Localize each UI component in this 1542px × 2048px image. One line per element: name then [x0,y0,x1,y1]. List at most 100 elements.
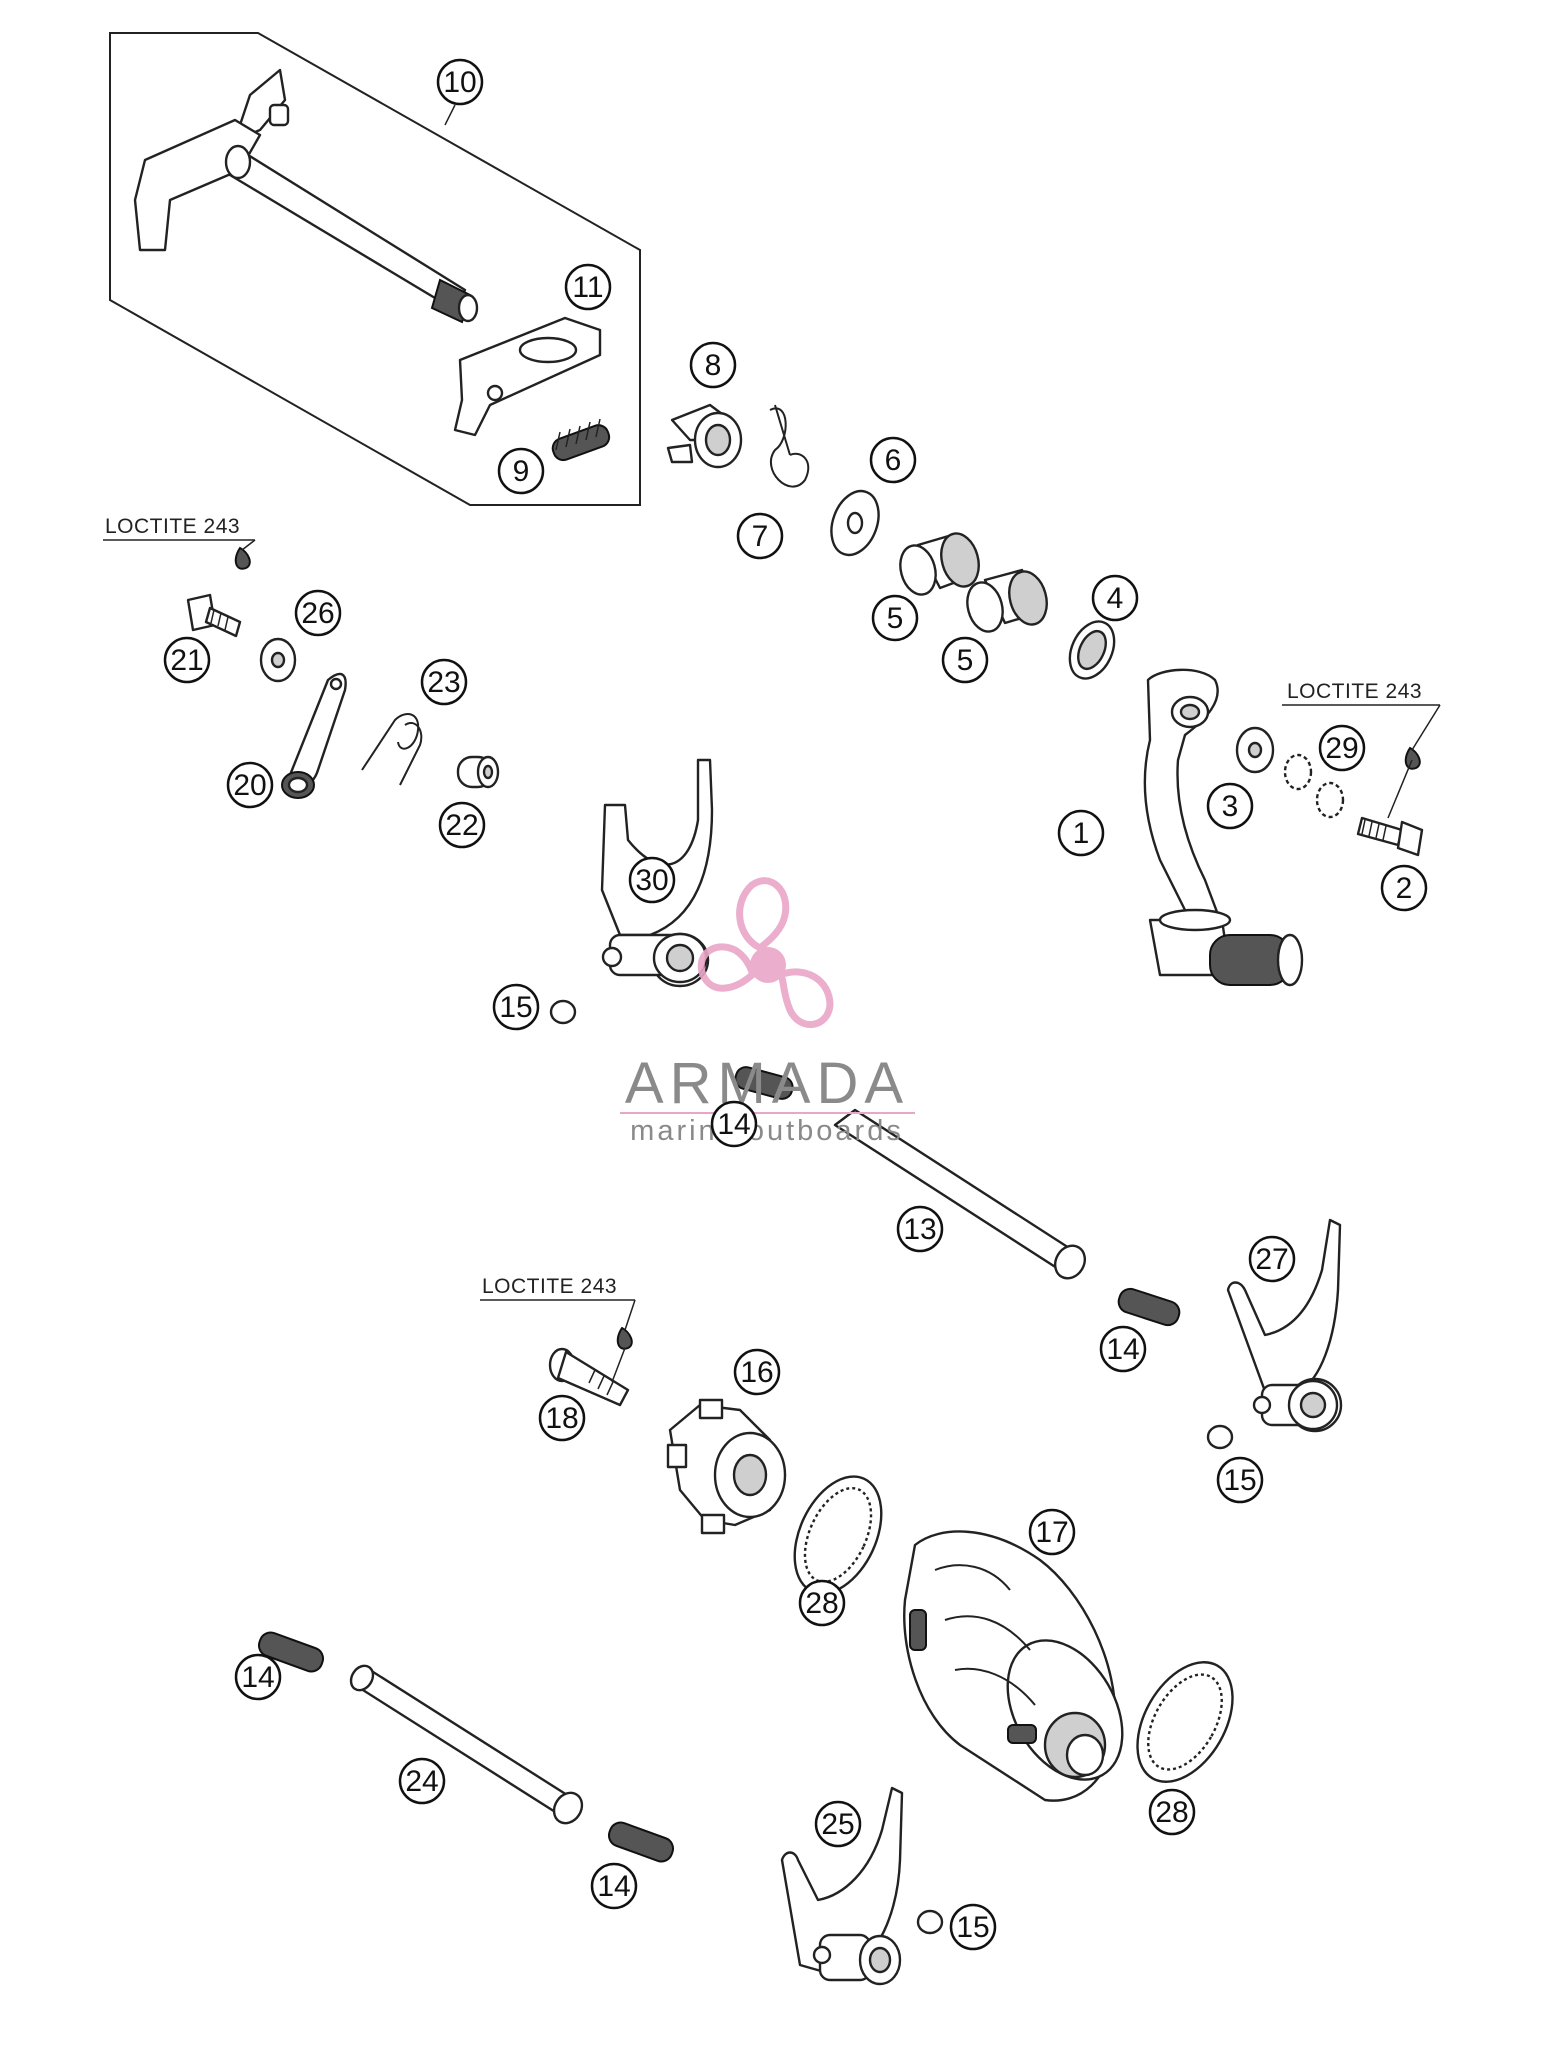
spring-23 [361,713,423,786]
washer-3 [1235,726,1275,774]
detent-lever-20 [281,672,347,799]
callout-circle [234,1653,282,1701]
callout-29: 29 [1318,724,1366,772]
callout-circle [538,1394,586,1442]
shift-drum-17 [903,1530,1124,1802]
bearing-28a [793,1475,883,1595]
watermark-brand: ARMADA [625,1051,909,1116]
callout-15: 15 [949,1903,997,1951]
spring-14b [1117,1287,1181,1327]
spring-clip-7 [769,404,810,488]
callout-circle [294,589,342,637]
callout-circle [736,512,784,560]
needle-bearing-5b [966,568,1048,633]
callout-22: 22 [438,801,486,849]
callout-10: 10 [436,58,484,106]
spring-14c [257,1631,325,1673]
leader-lines [103,104,1441,1383]
roller-15b [1206,1424,1234,1450]
callout-14: 14 [1099,1325,1147,1373]
callout-circle [710,1100,758,1148]
callout-number: 24 [405,1765,438,1798]
callout-number: 8 [705,349,722,382]
callout-circle [492,983,540,1031]
callout-circle [1057,809,1105,857]
shift-star-16 [666,1398,787,1535]
callout-circle [949,1903,997,1951]
callout-number: 18 [545,1402,578,1435]
callout-number: 27 [1255,1243,1288,1276]
callout-24: 24 [398,1757,446,1805]
callout-16: 16 [733,1348,781,1396]
callout-30: 30 [628,856,676,904]
callout-number: 14 [241,1661,274,1694]
bushing-22 [456,755,500,789]
callout-number: 25 [821,1808,854,1841]
callout-number: 17 [1035,1516,1068,1549]
roller-15c [916,1909,944,1935]
callout-circle [420,658,468,706]
callout-number: 15 [499,991,532,1024]
callout-number: 7 [752,520,769,553]
callout-circle [628,856,676,904]
callout-circle [941,636,989,684]
washer-26 [259,637,297,683]
callout-group: 1011897655413292212623202230151413271415… [163,58,1428,1951]
watermark-tagline: marine outboards [630,1115,904,1147]
callout-7: 7 [736,512,784,560]
shift-shaft-assembly-box [109,32,641,506]
shift-fork-30 [600,758,714,988]
callout-5: 5 [941,636,989,684]
callout-number: 14 [717,1108,750,1141]
callout-number: 3 [1222,790,1239,823]
shift-lever-1 [1143,668,1304,987]
callout-9: 9 [497,447,545,495]
loctite-drop-icon-2 [1404,746,1421,770]
callout-circle [871,594,919,642]
callout-27: 27 [1248,1235,1296,1283]
callout-circle [814,1800,862,1848]
callout-5: 5 [871,594,919,642]
callout-circle [163,636,211,684]
callout-circle [1206,782,1254,830]
callout-circle [1099,1325,1147,1373]
shift-fork-25 [780,1786,904,1986]
bolt-18 [548,1347,630,1407]
callout-number: 10 [443,66,476,99]
callout-circle [1248,1235,1296,1283]
callout-28: 28 [798,1579,846,1627]
shift-shaft [133,68,479,324]
callout-number: 5 [957,644,974,677]
callout-circle [398,1757,446,1805]
callout-number: 28 [805,1587,838,1620]
callout-number: 14 [1106,1333,1139,1366]
callout-14: 14 [590,1862,638,1910]
callout-13: 13 [896,1205,944,1253]
callout-15: 15 [492,983,540,1031]
callout-number: 16 [740,1356,773,1389]
callout-circle [798,1579,846,1627]
needle-bearing-5a [899,532,980,596]
callout-8: 8 [689,341,737,389]
callout-14: 14 [710,1100,758,1148]
callout-number: 29 [1325,732,1358,765]
callout-number: 23 [427,666,460,699]
callout-20: 20 [226,761,274,809]
callout-4: 4 [1091,574,1139,622]
callout-number: 22 [445,809,478,842]
callout-number: 2 [1396,872,1413,905]
shift-plate [453,316,602,437]
spring-9 [551,418,611,462]
callout-3: 3 [1206,782,1254,830]
loctite-drop-icon-3 [616,1326,633,1350]
bolt-2 [1356,816,1424,857]
callout-circle [1148,1788,1196,1836]
callout-circle [869,436,917,484]
callout-number: 9 [513,455,530,488]
callout-circle [1216,1456,1264,1504]
callout-circle [590,1862,638,1910]
washer-6 [830,489,880,557]
callout-circle [438,801,486,849]
callout-17: 17 [1028,1508,1076,1556]
callout-11: 11 [564,263,612,311]
